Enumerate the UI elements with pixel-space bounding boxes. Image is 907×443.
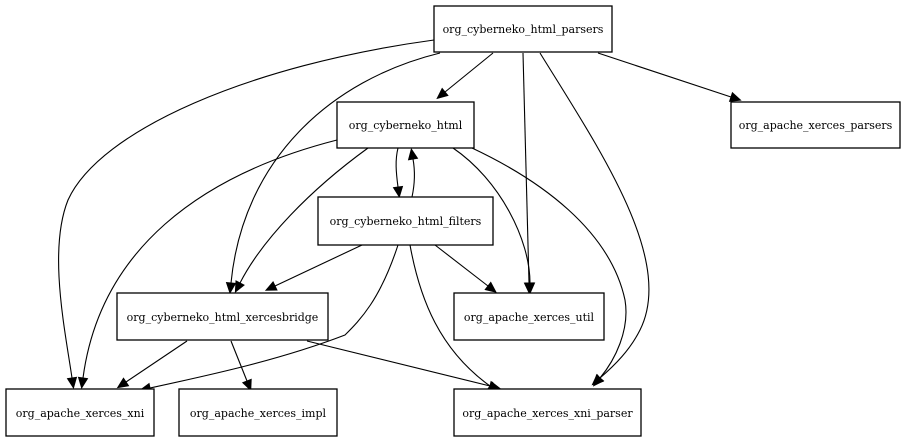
node-xerces-parsers[interactable]: org_apache_xerces_parsers <box>730 101 901 149</box>
edge-line <box>444 52 494 93</box>
edge-html-to-xerces-xni-parser <box>471 147 627 387</box>
node-xerces-parsers-label: org_apache_xerces_parsers <box>739 119 893 132</box>
node-html[interactable]: org_cyberneko_html <box>336 101 475 149</box>
node-xerces-xni-parser[interactable]: org_apache_xerces_xni_parser <box>453 388 642 437</box>
edge-line <box>274 244 363 287</box>
nodes-layer: org_cyberneko_html_parsers org_cyberneko… <box>5 5 901 437</box>
node-xerces-impl[interactable]: org_apache_xerces_impl <box>178 388 338 437</box>
arrowhead-icon <box>392 185 404 199</box>
node-html-label: org_cyberneko_html <box>349 119 463 132</box>
edge-line <box>149 244 399 389</box>
edge-filters-to-xercesbridge <box>264 244 363 291</box>
arrowhead-icon <box>241 378 252 392</box>
node-filters[interactable]: org_cyberneko_html_filters <box>317 196 494 246</box>
node-xerces-xni[interactable]: org_apache_xerces_xni <box>5 388 155 437</box>
node-parsers-label: org_cyberneko_html_parsers <box>443 23 604 36</box>
node-xerces-xni-parser-label: org_apache_xerces_xni_parser <box>462 407 633 420</box>
edge-filters-to-html <box>407 147 419 198</box>
edge-line <box>306 340 491 387</box>
arrowhead-icon <box>484 281 497 293</box>
edge-line <box>522 52 530 284</box>
edge-line <box>434 244 489 287</box>
edge-line <box>395 147 399 188</box>
edge-line <box>452 147 531 284</box>
arrowhead-icon <box>77 376 89 390</box>
edge-line <box>230 52 441 284</box>
edge-line <box>471 147 627 379</box>
edge-line <box>597 52 732 98</box>
node-filters-label: org_cyberneko_html_filters <box>330 215 482 228</box>
edge-html-to-xerces-xni <box>77 139 338 390</box>
edge-line <box>125 340 188 383</box>
edge-parsers-to-xercesbridge <box>225 52 441 295</box>
node-xerces-util[interactable]: org_apache_xerces_util <box>453 292 605 341</box>
arrowhead-icon <box>225 281 237 295</box>
edge-html-to-xercesbridge <box>234 147 369 293</box>
node-parsers[interactable]: org_cyberneko_html_parsers <box>433 5 613 53</box>
edge-filters-to-xerces-util <box>434 244 497 293</box>
arrowhead-icon <box>407 147 419 161</box>
edges-layer <box>58 39 742 394</box>
edge-line <box>239 147 369 284</box>
edge-line <box>539 52 650 379</box>
arrowhead-icon <box>264 281 278 291</box>
edge-html-to-filters <box>392 147 404 199</box>
node-xercesbridge-label: org_cyberneko_html_xercesbridge <box>127 311 319 324</box>
arrowhead-icon <box>116 377 130 389</box>
edge-parsers-to-xerces-xni <box>58 39 435 390</box>
node-xerces-xni-label: org_apache_xerces_xni <box>16 407 145 420</box>
edge-line <box>409 244 491 387</box>
arrowhead-icon <box>524 282 536 295</box>
edge-parsers-to-xerces-util <box>522 52 535 295</box>
arrowhead-icon <box>592 374 605 387</box>
edge-line <box>411 158 415 198</box>
edge-parsers-to-xerces-parsers <box>597 52 742 102</box>
node-xerces-impl-label: org_apache_xerces_impl <box>190 407 327 420</box>
arrowhead-icon <box>728 91 742 102</box>
node-xerces-util-label: org_apache_xerces_util <box>464 311 595 324</box>
node-xercesbridge[interactable]: org_cyberneko_html_xercesbridge <box>116 292 329 341</box>
edge-xercesbridge-to-xerces-xni <box>116 340 188 389</box>
edge-parsers-to-html <box>436 52 494 100</box>
edge-xercesbridge-to-xerces-impl <box>230 340 252 392</box>
edge-xercesbridge-to-xerces-xni-parser <box>306 340 501 392</box>
edge-line <box>82 139 338 379</box>
edge-html-to-xerces-util <box>452 147 536 295</box>
arrowhead-icon <box>436 87 449 100</box>
edge-line <box>230 340 248 382</box>
arrowhead-icon <box>66 376 78 390</box>
edge-line <box>58 39 435 379</box>
arrowhead-icon <box>234 280 245 293</box>
